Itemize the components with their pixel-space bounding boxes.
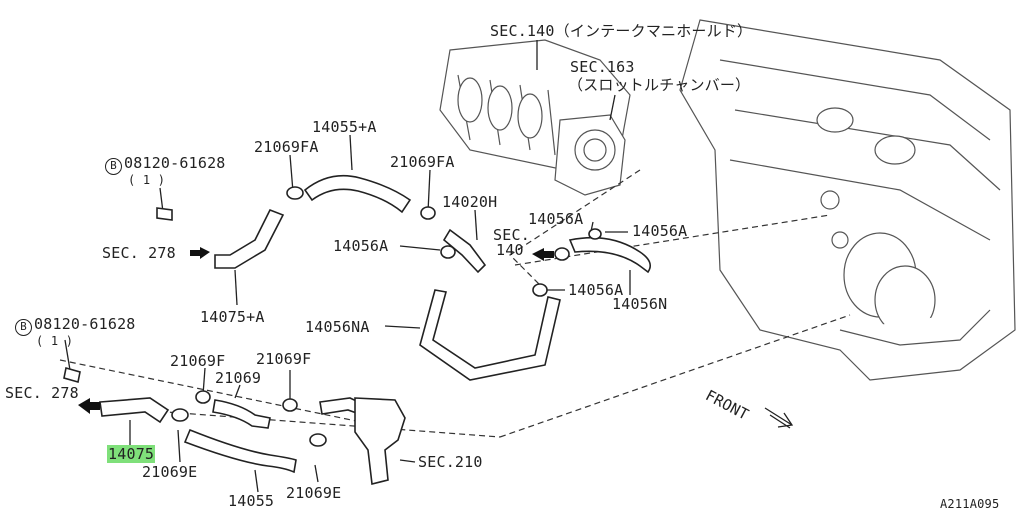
bolt-top-part: 08120-61628	[124, 154, 226, 172]
label-bolt-top-qty: ( 1 )	[128, 173, 166, 187]
label-21069e-1: 21069E	[142, 463, 198, 481]
bolt-bot-circle: B	[15, 319, 32, 336]
bolt-top-circle: B	[105, 158, 122, 175]
label-14056na: 14056NA	[305, 318, 370, 336]
hoses	[99, 174, 651, 485]
label-21069fa-2: 21069FA	[390, 153, 455, 171]
throttle-chamber	[554, 114, 626, 196]
label-sec278-bot: SEC. 278	[5, 384, 79, 402]
label-sec140-b-num: 140	[496, 241, 524, 259]
label-sec278-top: SEC. 278	[102, 244, 176, 262]
label-14056a-2: 14056A	[632, 222, 688, 240]
label-sec163: SEC.163	[570, 58, 635, 76]
label-14055a: 14055+A	[312, 118, 377, 136]
label-14075-highlight: 14075	[107, 445, 156, 463]
label-14055: 14055	[228, 492, 275, 510]
label-21069f-1: 21069F	[170, 352, 226, 370]
engine-block	[679, 19, 1016, 381]
label-14075a: 14075+A	[200, 308, 265, 326]
label-14056n: 14056N	[612, 295, 668, 313]
label-sec140-b: SEC.	[493, 226, 530, 244]
label-sec210: SEC.210	[418, 453, 483, 471]
label-14056a-1: 14056A	[528, 210, 584, 228]
label-14056a-3: 14056A	[333, 237, 389, 255]
arrows	[78, 247, 794, 429]
label-sec163-name: （スロットルチャンバー）	[568, 76, 751, 94]
label-14075: 14075	[107, 445, 156, 463]
label-21069f-2: 21069F	[256, 350, 312, 368]
label-diagram-code: A211A095	[940, 497, 1000, 511]
label-21069: 21069	[215, 369, 262, 387]
label-bolt-bot-qty: ( 1 )	[36, 334, 74, 348]
label-14020h: 14020H	[442, 193, 498, 211]
bolts	[63, 207, 173, 384]
bolt-bot-part: 08120-61628	[34, 315, 136, 333]
label-21069e-2: 21069E	[286, 484, 342, 502]
leader-lines	[64, 40, 631, 493]
label-sec140: SEC.140（インテークマニホールド）	[490, 22, 753, 40]
label-21069fa-1: 21069FA	[254, 138, 319, 156]
clamps	[171, 186, 602, 447]
label-14056a-4: 14056A	[568, 281, 624, 299]
